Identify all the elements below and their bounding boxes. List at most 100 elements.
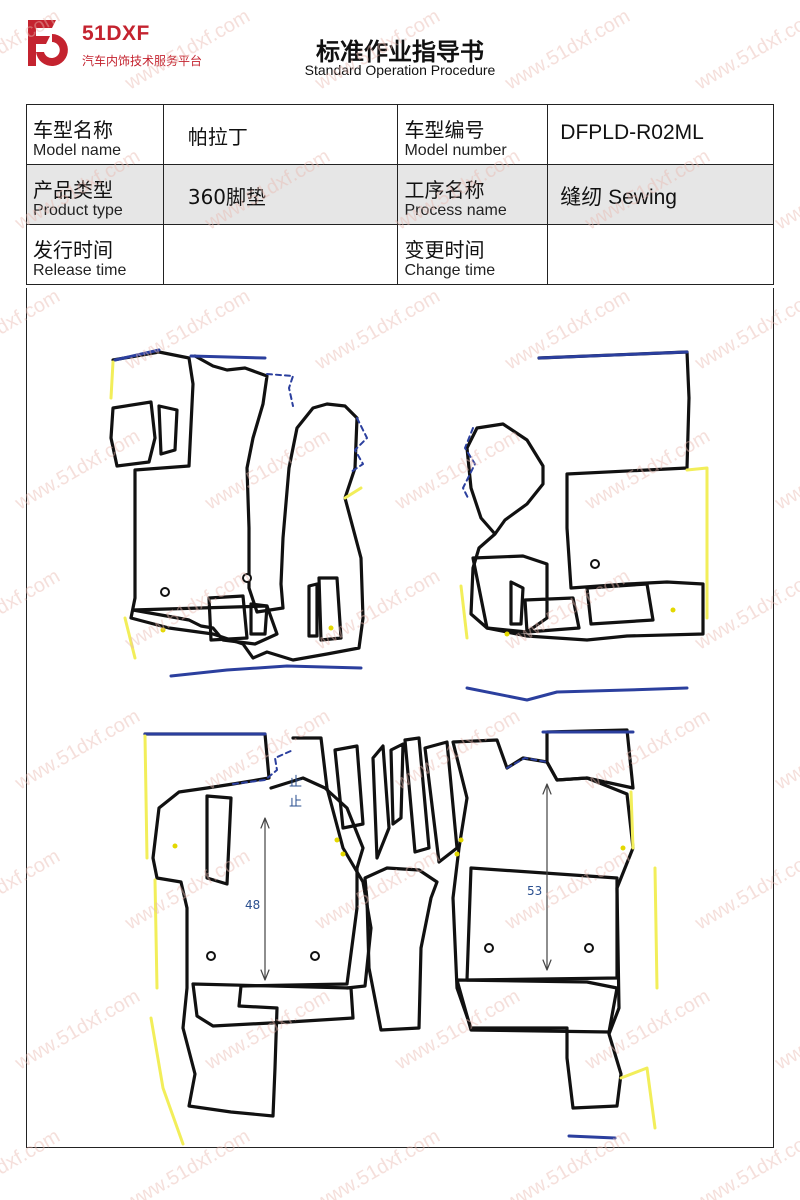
alignment-dot-8 [458,837,464,843]
alignment-dot-6 [334,837,340,843]
alignment-dot-3 [504,631,510,637]
info-table: 车型名称 Model name 帕拉丁 车型编号 Model number DF… [26,104,774,285]
mat-top-left-pocket [307,576,343,642]
mat-top-left-outline [111,350,365,662]
model-number-label-cell: 车型编号 Model number [397,104,549,165]
release-time-value-cell [162,224,399,285]
product-type-label-en: Product type [33,202,123,219]
stop-mark-1: 止 [289,775,302,790]
snap-hole-4 [206,951,216,961]
yellow-edge-11 [619,1066,657,1130]
mat-top-left-side [109,400,179,468]
alignment-dot-1 [160,627,166,633]
document-title: 标准作业指导书 [316,38,484,66]
process-name-label-cell: 工序名称 Process name [397,164,549,225]
document-subtitle: Standard Operation Procedure [304,62,496,78]
change-time-label-en: Change time [404,262,496,279]
blue-edge-top-left-1 [113,348,161,362]
blue-edge-top-left-2 [189,354,267,360]
release-time-value [164,225,398,241]
mat-bottom-right-heelpad [455,978,619,1034]
logo-name: 51DXF [82,22,150,45]
model-name-label-en: Model name [33,142,122,159]
mat-bottom-left-outline [143,732,365,1118]
yellow-edge-4 [685,466,709,620]
snap-hole-5 [310,951,320,961]
yellow-edge-6 [143,734,149,860]
change-time-label-cn: 变更时间 [404,238,485,262]
model-number-label-en: Model number [404,142,507,159]
stop-mark-2: 止 [289,795,302,810]
snap-hole-7 [584,943,594,953]
snap-hole-2 [242,573,252,583]
dashed-seam-2 [350,417,368,473]
mat-bottom-left-tunnel [291,736,373,990]
change-time-label-cell: 变更时间 Change time [397,224,549,285]
yellow-edge-5 [459,584,469,640]
change-time-value-cell [547,224,774,285]
logo-tagline: 汽车内饰技术服务平台 [82,54,203,68]
release-time-label-en: Release time [33,262,127,279]
mat-bottom-right-outline [451,738,635,1110]
alignment-dot-9 [454,851,460,857]
product-type-label-cell: 产品类型 Product type [26,164,164,225]
mat-center-connector [363,866,439,1032]
mat-bottom-left-strip [205,744,365,886]
watermark-text: www.51dxf.com [771,425,800,515]
process-name-value: 缝纫 Sewing [560,186,677,209]
mat-bottom-right-top [545,728,635,790]
model-name-label-cell: 车型名称 Model name [26,104,164,165]
mat-top-right-heel [509,580,655,626]
product-type-value-cell: 360脚垫 [162,164,399,225]
model-name-value-cell: 帕拉丁 [162,104,399,165]
yellow-edge-10 [653,866,659,990]
dimension-right: 53 [527,884,542,898]
brand-logo: 51DXF 汽车内饰技术服务平台 [22,16,252,76]
mat-bottom-left-heelpad [191,982,355,1028]
yellow-edge-2 [123,616,137,660]
change-time-value [548,225,773,241]
snap-hole-1 [160,587,170,597]
model-name-label-cn: 车型名称 [33,118,113,142]
blue-edge-top-right-1 [537,350,689,360]
alignment-dot-2 [328,625,334,631]
alignment-dot-5 [172,843,178,849]
snap-hole-6 [484,943,494,953]
dashed-seam-5 [506,757,548,769]
release-time-label-cn: 发行时间 [33,238,113,262]
watermark-text: www.51dxf.com [771,705,800,795]
pattern-drawing: 48 53 止 止 [26,288,774,1148]
process-name-label-cn: 工序名称 [404,178,485,202]
alignment-dot-4 [670,607,676,613]
yellow-edge-7 [153,878,159,990]
mat-top-left-heel [207,594,269,642]
dashed-seam-3 [462,427,476,501]
mat-top-right-outline [465,350,705,642]
mat-center-strips [371,736,459,864]
blue-edge-top-right-2 [465,686,689,702]
snap-hole-3 [590,559,600,569]
blue-edge-top-left-3 [169,664,363,678]
mat-top-right-inner [471,554,581,634]
yellow-edge-8 [149,1016,185,1146]
model-number-value-cell: DFPLD-R02ML [547,104,774,165]
alignment-dot-7 [340,851,346,857]
dimension-arrows [260,783,552,981]
dimension-left: 48 [245,898,260,912]
watermark-text: www.51dxf.com [771,985,800,1075]
watermark-text: www.51dxf.com [771,145,800,235]
alignment-dot-10 [620,845,626,851]
product-type-label-cn: 产品类型 [33,178,113,202]
blue-edge-bottom-right-1 [567,1134,617,1140]
model-number-label-cn: 车型编号 [404,118,485,142]
dashed-seam-4 [232,749,294,785]
model-number-value: DFPLD-R02ML [560,121,704,144]
yellow-edge-9 [629,790,635,850]
process-name-value-cell: 缝纫 Sewing [547,164,774,225]
yellow-edge-3 [343,486,363,500]
mat-bottom-right-inner [465,866,619,982]
product-type-value: 360脚垫 [187,185,267,209]
logo-mark-icon [28,20,68,66]
dashed-seam-1 [266,373,294,407]
process-name-label-en: Process name [404,202,507,219]
